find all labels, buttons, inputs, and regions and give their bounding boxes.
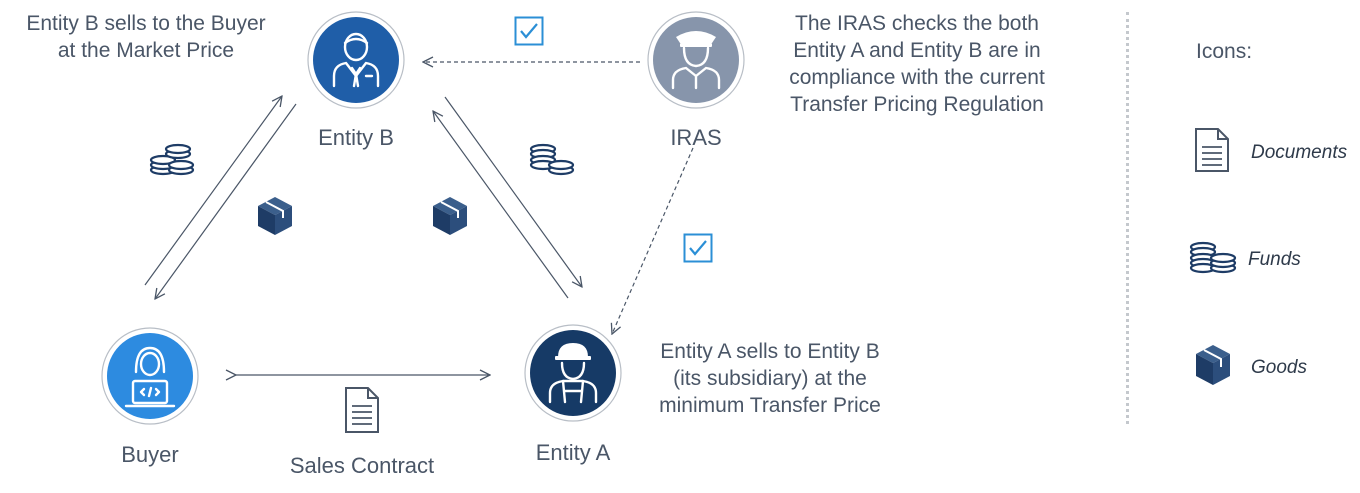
node-iras-label: IRAS <box>670 125 722 150</box>
sales-contract-label: Sales Contract <box>289 453 435 478</box>
note-entity-b-line-1: Entity B sells to the Buyer <box>26 12 266 35</box>
node-entity-a-label: Entity A <box>535 440 611 465</box>
node-entity-a <box>523 323 623 423</box>
legend-item-goods <box>1193 342 1233 388</box>
worker-icon <box>524 324 622 422</box>
funds-entity-b-entity-a <box>528 140 578 180</box>
check-entity-a <box>683 233 713 263</box>
legend-title: Icons: <box>1196 40 1253 63</box>
legend-item-documents <box>1194 127 1230 173</box>
node-entity-b-label: Entity B <box>318 125 394 150</box>
document-icon <box>345 387 379 433</box>
note-iras-line-1: The IRAS checks the both <box>795 12 1039 35</box>
box-icon <box>433 197 467 235</box>
box-icon <box>1196 345 1230 385</box>
developer-icon <box>101 327 199 425</box>
legend-divider <box>1126 12 1129 424</box>
arrow-iras-to-entity-a <box>612 147 694 334</box>
note-iras: The IRAS checks the both Entity A and En… <box>764 10 1070 118</box>
box-icon <box>258 197 292 235</box>
goods-entity-b-entity-a <box>430 194 470 238</box>
note-entity-a-line-3: minimum Transfer Price <box>659 394 881 417</box>
goods-buyer-entity-b <box>255 194 295 238</box>
check-entity-b <box>514 16 544 46</box>
note-iras-line-2: Entity A and Entity B are in <box>793 39 1041 62</box>
node-buyer <box>100 326 200 426</box>
businessman-icon <box>307 11 405 109</box>
legend-label-funds: Funds <box>1248 249 1301 270</box>
note-entity-a-line-1: Entity A sells to Entity B <box>660 340 880 363</box>
node-entity-b <box>306 10 406 110</box>
checkbox-checked-icon <box>514 16 544 46</box>
checkbox-checked-icon <box>683 233 713 263</box>
note-entity-a-line-2: (its subsidiary) at the <box>673 367 867 390</box>
legend-item-funds <box>1188 238 1240 278</box>
coins-icon <box>529 143 575 176</box>
legend-label-documents: Documents <box>1251 142 1348 163</box>
arrow-entity-a-to-entity-b <box>433 111 569 299</box>
note-entity-a: Entity A sells to Entity B (its subsidia… <box>634 338 906 419</box>
funds-buyer-entity-b <box>148 140 198 180</box>
note-iras-line-3: compliance with the current <box>789 66 1045 89</box>
note-entity-b-line-2: at the Market Price <box>57 39 235 62</box>
arrow-buyer-to-entity-b <box>144 96 282 286</box>
coins-icon <box>149 143 195 176</box>
officer-icon <box>647 11 745 109</box>
note-iras-line-4: Transfer Pricing Regulation <box>790 93 1044 116</box>
legend-label-goods: Goods <box>1251 357 1307 378</box>
node-buyer-label: Buyer <box>121 442 179 467</box>
coins-icon <box>1189 241 1237 274</box>
sales-contract-document <box>344 386 380 434</box>
arrow-entity-b-to-entity-a <box>444 96 582 287</box>
document-icon <box>1195 128 1229 172</box>
arrow-entity-b-to-buyer <box>155 103 297 299</box>
note-entity-b: Entity B sells to the Buyer at the Marke… <box>10 10 282 64</box>
node-iras <box>646 10 746 110</box>
